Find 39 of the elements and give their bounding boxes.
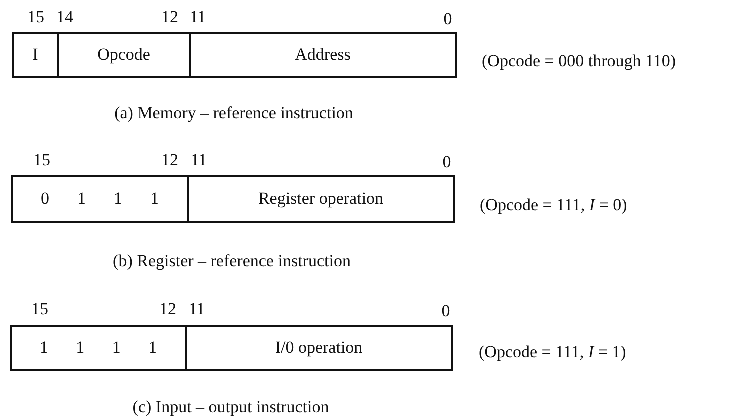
figure-caption: (b) Register – reference instruction: [113, 252, 351, 272]
instruction-field: [189, 32, 457, 78]
opcode-note: (Opcode = 000 through 110): [482, 52, 676, 72]
bit-number: 15: [32, 300, 48, 320]
bit-number: 12: [162, 8, 178, 28]
instruction-field: [185, 325, 453, 371]
field-label: Opcode: [98, 46, 150, 64]
bit-number: 12: [160, 300, 176, 320]
bit-number: 0: [442, 154, 452, 172]
figure-caption: (a) Memory – reference instruction: [114, 104, 354, 124]
bit-number: 11: [190, 8, 206, 28]
bit-number: 11: [190, 152, 208, 170]
instruction-field: [10, 325, 187, 371]
opcode-note: (Opcode = 111, I = 1): [479, 344, 626, 362]
bit-number: 11: [188, 300, 206, 320]
field-label: I: [32, 46, 38, 64]
field-label: Address: [295, 46, 351, 64]
bit-number: 0: [442, 302, 450, 322]
bit-value: 1: [114, 190, 122, 208]
instruction-field: [12, 32, 59, 78]
instruction-field: [187, 175, 455, 223]
bit-number: 12: [162, 152, 178, 170]
bit-value: 0: [41, 190, 50, 208]
bit-value: 1: [76, 338, 85, 358]
bit-value: 1: [112, 338, 121, 358]
bit-value: 1: [150, 190, 159, 208]
bit-number: 15: [28, 8, 44, 28]
bit-value: 1: [78, 190, 86, 208]
bit-value: 1: [40, 338, 48, 358]
bit-number: 15: [34, 152, 50, 170]
opcode-note: (Opcode = 111, I = 0): [480, 196, 628, 216]
figure-caption: (c) Input – output instruction: [132, 398, 330, 418]
field-label: I/0 operation: [275, 338, 363, 358]
bit-number: 14: [56, 8, 74, 28]
bit-number: 0: [444, 10, 452, 30]
instruction-field: [57, 32, 191, 78]
instruction-field: [11, 175, 189, 223]
field-label: Register operation: [258, 190, 384, 208]
bit-value: 1: [148, 338, 158, 358]
